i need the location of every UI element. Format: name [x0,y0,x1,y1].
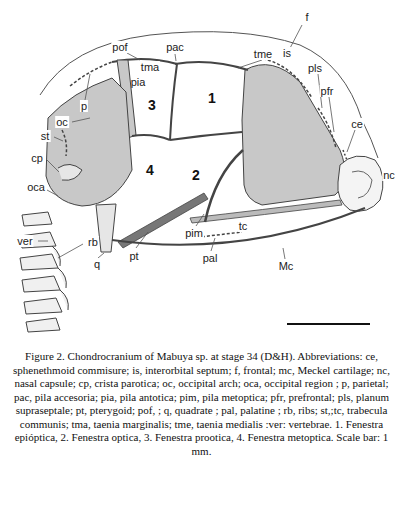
part-label: tc [238,220,249,232]
part-label: nc [382,169,396,181]
part-label: st [40,130,51,142]
chondrocranium-illustration [0,0,403,345]
part-label: is [282,47,292,59]
part-label: tma [140,61,160,73]
part-label: f [304,11,309,23]
part-label: oca [26,181,46,193]
part-label: oc [55,116,69,128]
part-label: ver [16,235,33,247]
part-label: Mc [278,260,295,272]
part-label: pia [130,76,147,88]
part-label: ce [350,118,364,130]
part-label: pls [307,62,323,74]
part-label: pt [128,250,139,262]
callout-number: 3 [147,99,157,111]
part-label: pof [111,41,128,53]
part-label: pim [184,227,204,239]
part-label: cp [30,152,44,164]
callout-number: 1 [207,92,217,104]
part-label: q [93,258,101,270]
part-label: pac [165,41,185,53]
callout-number: 4 [145,164,155,176]
part-label: p [80,100,88,112]
part-label: rb [87,236,99,248]
part-label: pal [202,252,219,264]
part-label: pfr [320,85,335,97]
part-label: tme [253,48,273,60]
figure-caption: Figure 2. Chondrocranium of Mabuya sp. a… [7,350,396,458]
callout-number: 2 [191,169,201,181]
